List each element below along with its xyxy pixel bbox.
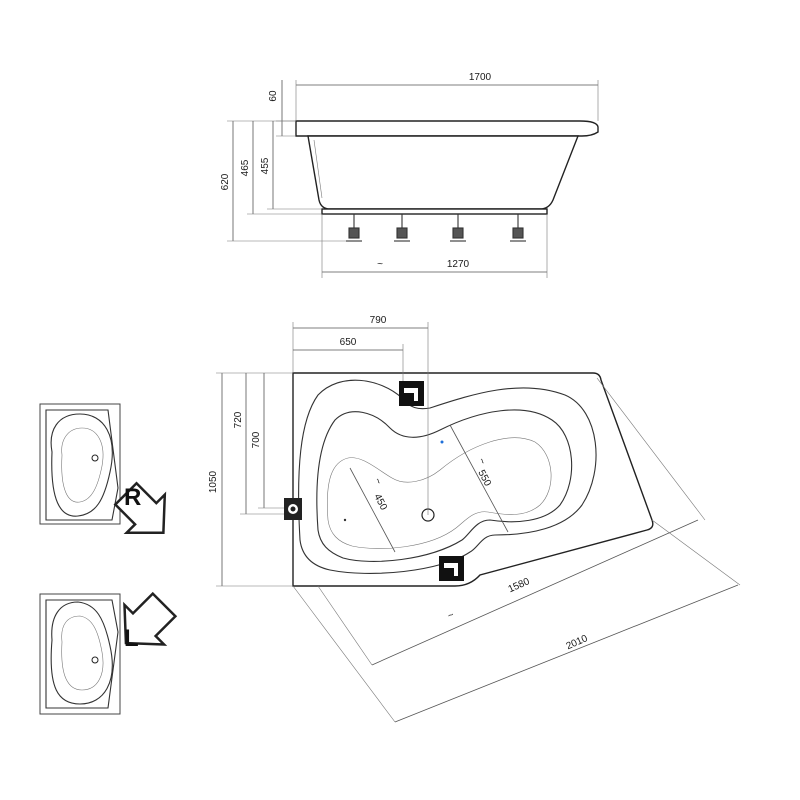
faucet-icon	[399, 381, 424, 406]
faucet-icon	[439, 556, 464, 581]
dim-label-650: 650	[340, 337, 357, 348]
variant-right: R	[39, 403, 167, 535]
variant-right-basin	[50, 413, 113, 517]
dim-width-790: 790	[292, 315, 429, 515]
variant-left-frame	[39, 593, 121, 715]
variant-left-drain-icon	[91, 656, 99, 664]
variant-right-basin-inner	[61, 427, 104, 503]
variant-left-basin	[50, 601, 113, 705]
dim-total-length: 1700	[295, 72, 599, 121]
side-view-leg	[510, 214, 526, 242]
approx-symbol: ~	[371, 476, 384, 486]
dim-label-620: 620	[220, 173, 231, 190]
top-view-outline	[292, 372, 654, 587]
dim-label-700: 700	[251, 431, 262, 448]
dim-depth-1050: 1050	[208, 372, 293, 587]
overflow-control-icon	[284, 498, 302, 520]
variant-label-r: R	[124, 484, 141, 511]
variant-label-l: L	[124, 625, 139, 652]
dim-label-465: 465	[240, 159, 251, 176]
side-view-tub-body	[307, 135, 580, 210]
variant-right-frame	[39, 403, 121, 525]
dim-base-length: ~ 1270	[321, 214, 548, 278]
dim-depth-700: 700	[251, 373, 284, 509]
top-view-basin-inner	[316, 409, 573, 562]
side-view-base-plate	[321, 208, 548, 215]
dim-label-1270: 1270	[447, 259, 470, 270]
arrow-right-icon	[113, 481, 167, 535]
dim-depth-720: 720	[233, 373, 284, 515]
dim-height-455: 455	[260, 121, 322, 210]
top-view-basin-floor	[327, 437, 552, 549]
variant-right-drain-icon	[91, 454, 99, 462]
side-view-tub-inner-line	[313, 139, 323, 199]
dim-label-1050: 1050	[208, 470, 219, 493]
variant-left-outline	[45, 599, 119, 709]
top-view: 790 650 1050 720 700 ~	[208, 315, 741, 723]
approx-symbol: ~	[377, 259, 383, 270]
dim-label-790: 790	[370, 315, 387, 326]
dim-height-465: 465	[240, 121, 322, 215]
side-view: 1700 60 620 465 455	[220, 72, 599, 278]
dim-label-720: 720	[233, 411, 244, 428]
top-view-basin-outer	[298, 379, 597, 574]
dim-height-620: 620	[220, 120, 346, 242]
dim-label-455: 455	[260, 157, 271, 174]
dim-width-650: 650	[293, 337, 404, 381]
dim-label-1700: 1700	[469, 72, 492, 83]
approx-symbol: ~	[446, 609, 456, 621]
dim-label-60: 60	[268, 90, 279, 102]
approx-symbol: ~	[475, 456, 488, 466]
dim-rim-height: 60	[268, 80, 296, 137]
variant-left: L	[39, 591, 178, 715]
accent-dot	[440, 440, 444, 444]
side-view-leg	[394, 214, 410, 242]
point-mark	[343, 518, 347, 522]
dim-label-1580: 1580	[507, 576, 532, 595]
side-view-leg	[346, 214, 362, 242]
side-view-leg	[450, 214, 466, 242]
variant-left-basin-inner	[61, 615, 104, 691]
arrow-left-icon	[123, 591, 178, 646]
side-view-rim	[295, 120, 599, 137]
